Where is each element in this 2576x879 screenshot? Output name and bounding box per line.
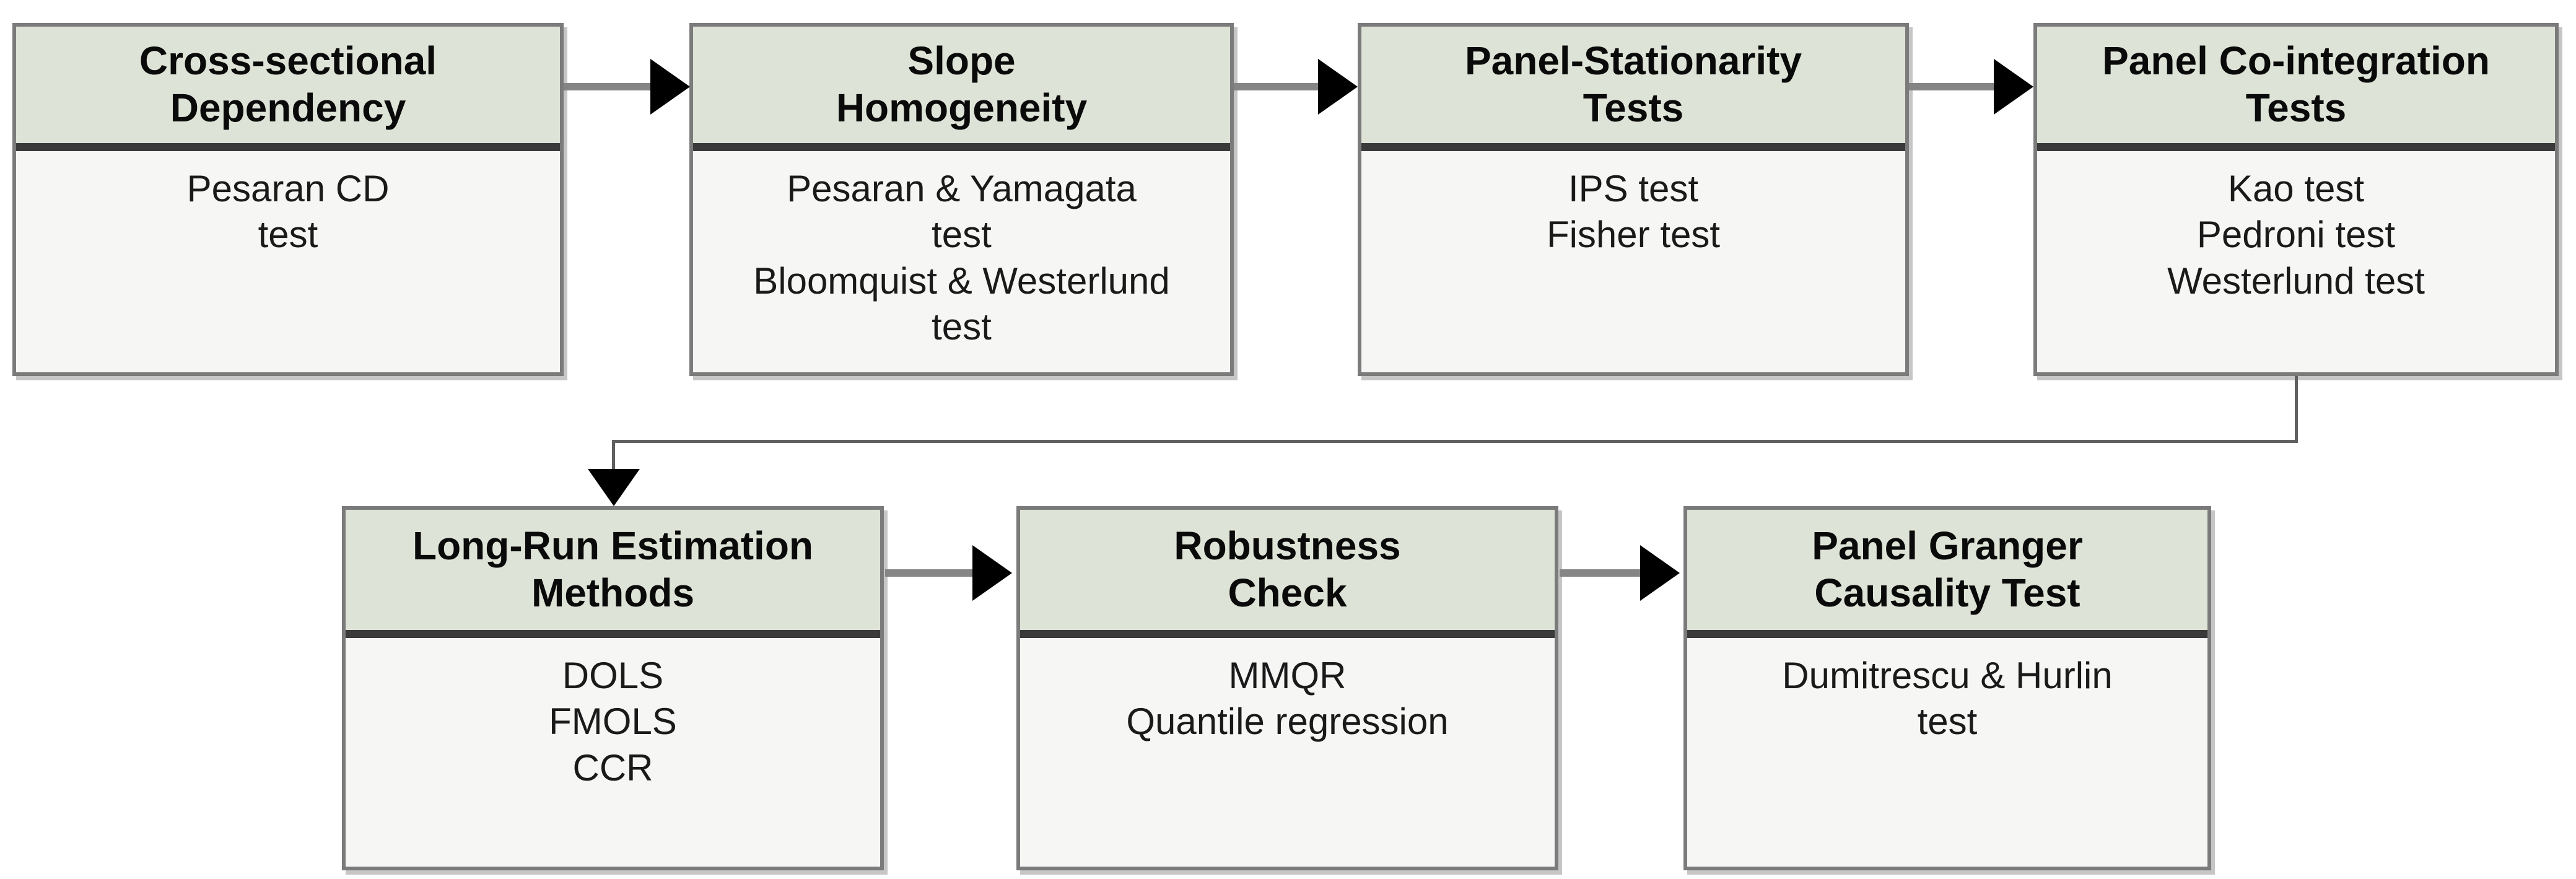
flow-box-panel-cointegration-tests: Panel Co-integration Tests Kao test Pedr… (2033, 23, 2559, 376)
flow-box-long-run-estimation-methods: Long-Run Estimation Methods DOLS FMOLS C… (342, 506, 884, 870)
box-title: Panel Granger Causality Test (1687, 510, 2207, 638)
flow-box-robustness-check: Robustness Check MMQR Quantile regressio… (1016, 506, 1558, 870)
box-title: Slope Homogeneity (693, 27, 1230, 151)
box-body: Pesaran & Yamagata test Bloomquist & Wes… (753, 168, 1170, 348)
arrowhead-right-icon (1640, 545, 1680, 601)
elbow-connector-drop-segment (612, 440, 615, 472)
box-title: Long-Run Estimation Methods (346, 510, 880, 638)
arrow-shaft (564, 83, 655, 90)
arrow-shaft (1909, 83, 1998, 90)
arrowhead-right-icon (1994, 59, 2033, 115)
box-title: Robustness Check (1020, 510, 1555, 638)
arrow-shaft (885, 569, 977, 577)
box-body: Dumitrescu & Hurlin test (1782, 655, 2113, 743)
arrowhead-down-icon (588, 469, 640, 506)
box-body: Kao test Pedroni test Westerlund test (2167, 168, 2425, 302)
box-body: Pesaran CD test (186, 168, 390, 256)
flow-box-panel-stationarity-tests: Panel-Stationarity Tests IPS test Fisher… (1358, 23, 1909, 376)
flow-box-cross-sectional-dependency: Cross-sectional Dependency Pesaran CD te… (12, 23, 564, 376)
elbow-connector-vertical-segment (2295, 376, 2298, 442)
arrowhead-right-icon (972, 545, 1012, 601)
box-title: Panel Co-integration Tests (2037, 27, 2555, 151)
box-title: Cross-sectional Dependency (16, 27, 560, 151)
arrowhead-right-icon (650, 59, 690, 115)
box-title: Panel-Stationarity Tests (1361, 27, 1905, 151)
elbow-connector-horizontal-segment (612, 440, 2298, 443)
arrow-shaft (1234, 83, 1323, 90)
arrowhead-right-icon (1318, 59, 1358, 115)
box-body: MMQR Quantile regression (1126, 655, 1449, 743)
flow-box-panel-granger-causality-test: Panel Granger Causality Test Dumitrescu … (1683, 506, 2211, 870)
flow-box-slope-homogeneity: Slope Homogeneity Pesaran & Yamagata tes… (689, 23, 1234, 376)
box-body: DOLS FMOLS CCR (549, 655, 677, 789)
box-body: IPS test Fisher test (1546, 168, 1721, 256)
arrow-shaft (1560, 569, 1641, 577)
